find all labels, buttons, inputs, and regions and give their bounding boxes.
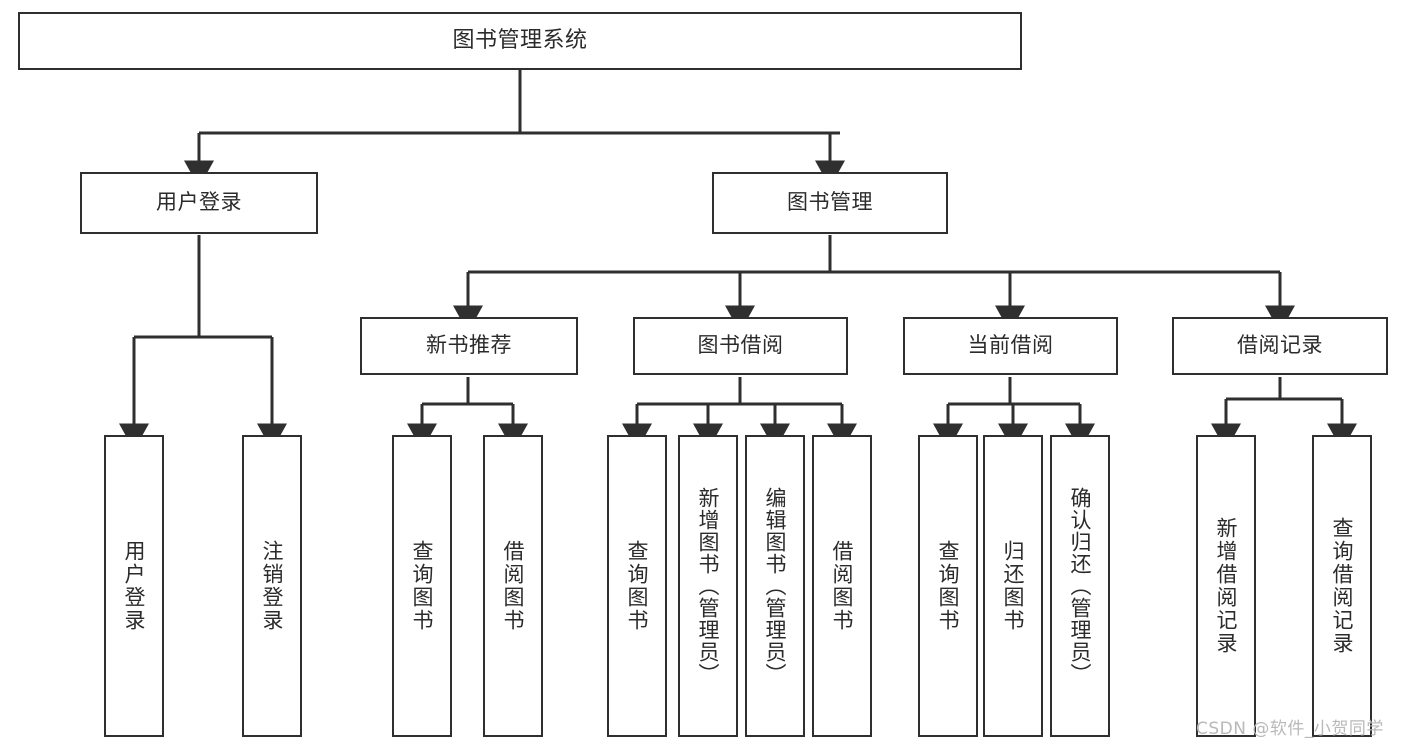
leaf-current-confirm-return-admin[interactable]: 确认归还（管理员） xyxy=(1050,435,1110,737)
leaf-borrow-query-book[interactable]: 查询图书 xyxy=(607,435,667,737)
leaf-current-confirm-return-admin-label: 确认归还（管理员） xyxy=(1068,487,1093,685)
leaf-user-login-logout[interactable]: 注销登录 xyxy=(242,435,302,737)
leaf-borrow-query-book-label: 查询图书 xyxy=(625,540,650,632)
leaf-borrow-edit-book-admin[interactable]: 编辑图书（管理员） xyxy=(745,435,805,737)
node-book-borrowing-label: 图书借阅 xyxy=(697,333,784,358)
node-root-label: 图书管理系统 xyxy=(452,27,588,53)
leaf-new-book-borrow[interactable]: 借阅图书 xyxy=(483,435,543,737)
leaf-current-return-book-label: 归还图书 xyxy=(1001,540,1026,632)
leaf-record-add-borrow-record[interactable]: 新增借阅记录 xyxy=(1196,435,1256,737)
node-current-borrowing-label: 当前借阅 xyxy=(967,333,1054,358)
leaf-new-book-borrow-label: 借阅图书 xyxy=(501,540,526,632)
leaf-user-login-login[interactable]: 用户登录 xyxy=(104,435,164,737)
leaf-current-query-book-label: 查询图书 xyxy=(936,540,961,632)
leaf-record-add-borrow-record-label: 新增借阅记录 xyxy=(1214,517,1239,655)
node-root-book-management-system[interactable]: 图书管理系统 xyxy=(18,12,1022,70)
leaf-borrow-add-book-admin-label: 新增图书（管理员） xyxy=(696,487,721,685)
node-current-borrowing[interactable]: 当前借阅 xyxy=(903,317,1118,375)
leaf-user-login-logout-label: 注销登录 xyxy=(260,540,285,632)
node-borrowing-record-label: 借阅记录 xyxy=(1237,333,1323,358)
node-book-borrowing[interactable]: 图书借阅 xyxy=(633,317,848,375)
node-new-book-recommendation[interactable]: 新书推荐 xyxy=(360,317,578,375)
watermark-text: CSDN @软件_小贺同学 xyxy=(1196,719,1384,739)
node-borrowing-record[interactable]: 借阅记录 xyxy=(1172,317,1388,375)
leaf-borrow-lend-book-label: 借阅图书 xyxy=(830,540,855,632)
node-new-book-recommendation-label: 新书推荐 xyxy=(426,333,512,358)
node-user-login[interactable]: 用户登录 xyxy=(80,172,318,234)
leaf-borrow-edit-book-admin-label: 编辑图书（管理员） xyxy=(763,487,788,685)
node-user-login-label: 用户登录 xyxy=(156,190,242,215)
node-book-management[interactable]: 图书管理 xyxy=(712,172,948,234)
node-book-management-label: 图书管理 xyxy=(787,190,873,215)
leaf-record-query-borrow-record[interactable]: 查询借阅记录 xyxy=(1312,435,1372,737)
leaf-new-book-query-label: 查询图书 xyxy=(410,540,435,632)
leaf-new-book-query[interactable]: 查询图书 xyxy=(392,435,452,737)
leaf-borrow-lend-book[interactable]: 借阅图书 xyxy=(812,435,872,737)
leaf-user-login-login-label: 用户登录 xyxy=(122,540,147,632)
leaf-borrow-add-book-admin[interactable]: 新增图书（管理员） xyxy=(678,435,738,737)
leaf-current-query-book[interactable]: 查询图书 xyxy=(918,435,978,737)
leaf-current-return-book[interactable]: 归还图书 xyxy=(983,435,1043,737)
leaf-record-query-borrow-record-label: 查询借阅记录 xyxy=(1330,517,1355,655)
